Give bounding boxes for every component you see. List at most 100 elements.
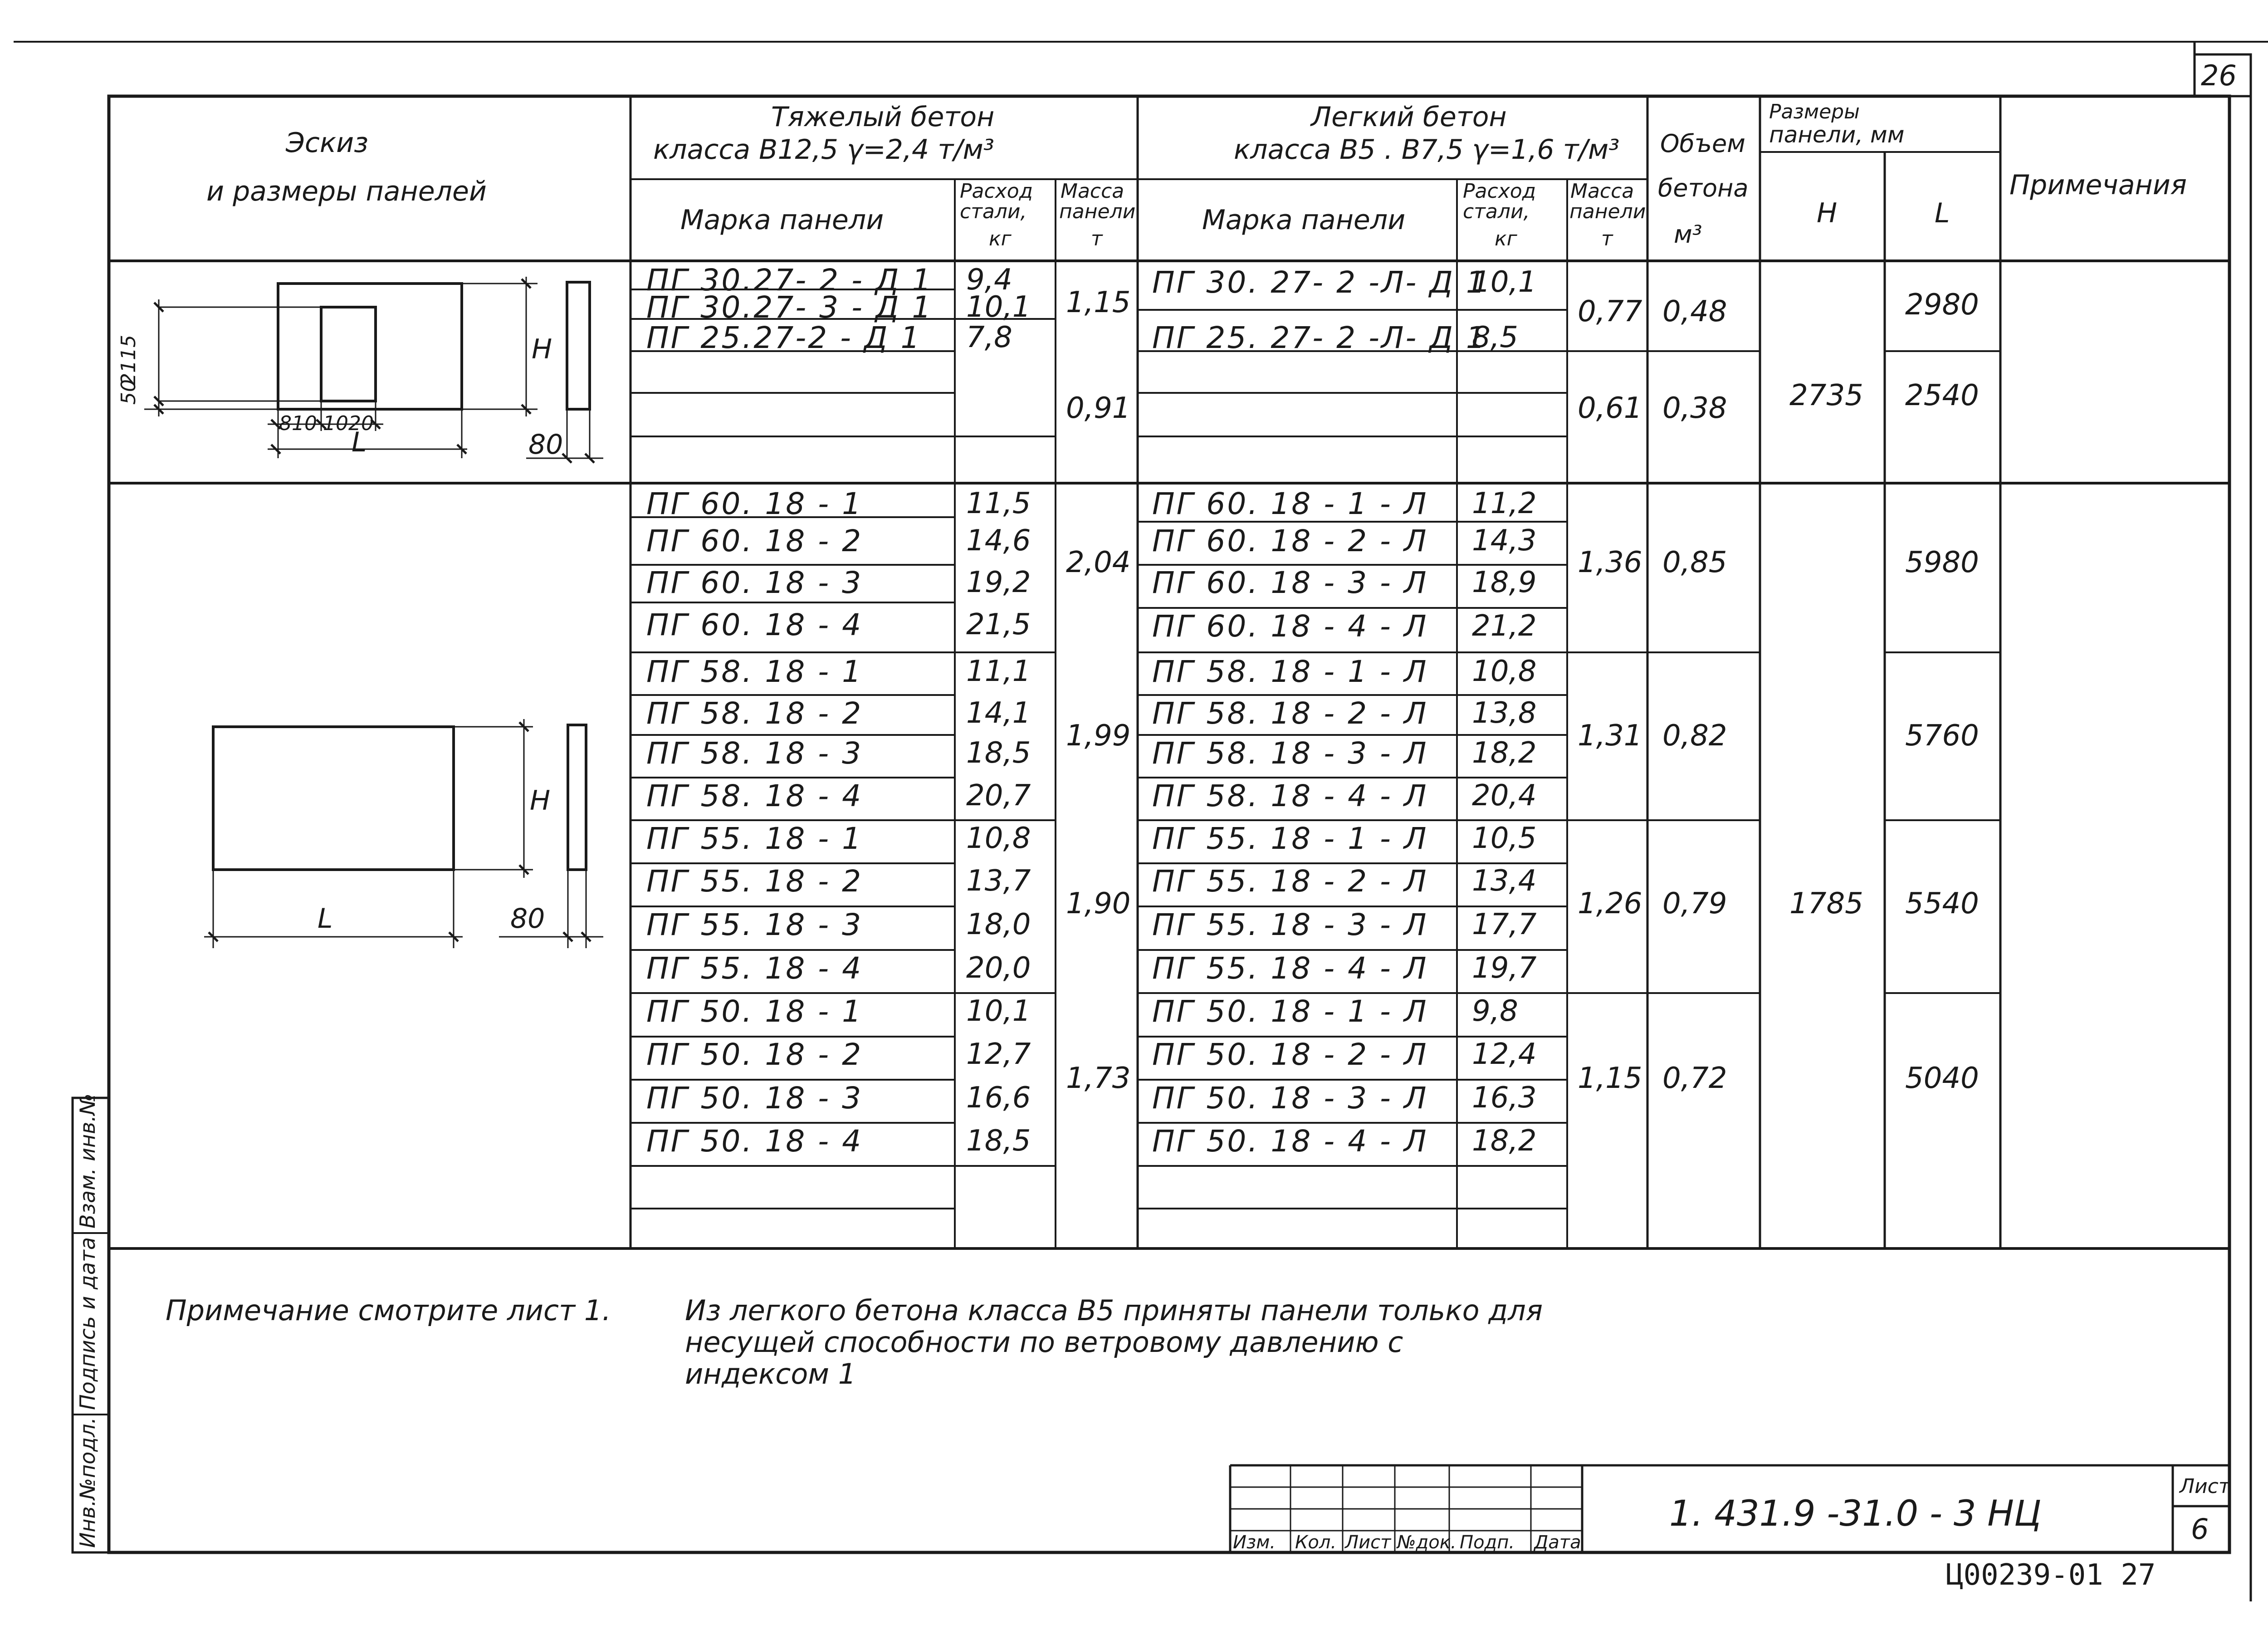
heavy-steel-cell: 9,4 [966,263,1012,297]
volume-cell: 0,38 [1662,392,1727,425]
heavy-steel-cell: 18,5 [966,736,1031,770]
heavy-mass-cell: 1,99 [1066,719,1131,753]
heavy-mark-cell: ПГ 55. 18 - 1 [646,821,863,856]
light-mark-cell: ПГ 30. 27- 2 -Л- Д 1 [1152,265,1487,300]
heavy-steel-cell: 7,8 [966,321,1012,354]
header-volume-l1: Объем [1660,129,1745,158]
heavy-mass-cell: 1,15 [1066,286,1131,319]
light-mass-cell: 1,15 [1578,1062,1642,1095]
heavy-mark-cell: ПГ 30.27- 2 - Д 1 [646,263,933,298]
heavy-mark-cell: ПГ 55. 18 - 2 [646,864,863,899]
heavy-steel-cell: 14,1 [966,696,1031,730]
heavy-mass-cell: 0,91 [1066,392,1131,425]
light-mark-cell: ПГ 55. 18 - 3 - Л [1152,907,1428,942]
volume-cell: 0,48 [1662,295,1727,328]
header-sizes-l1: Размеры [1769,100,1860,123]
light-mark-cell: ПГ 25. 27- 2 -Л- Д 1 [1152,320,1487,355]
light-mark-cell: ПГ 58. 18 - 2 - Л [1152,696,1428,731]
header-light-steel-l1: Расход [1463,180,1536,203]
light-mark-cell: ПГ 60. 18 - 1 - Л [1152,486,1428,521]
heavy-mark-cell: ПГ 58. 18 - 1 [646,654,863,689]
header-heavy-line2: класса В12,5 γ=2,4 т/м³ [653,134,994,166]
light-mark-cell: ПГ 55. 18 - 4 - Л [1152,951,1428,986]
volume-cell: 0,72 [1662,1062,1727,1095]
header-volume-l2: бетона [1658,174,1749,202]
heavy-mark-cell: ПГ 25.27-2 - Д 1 [646,320,922,355]
light-steel-cell: 13,4 [1472,864,1537,898]
length-cell: 5040 [1905,1062,1979,1095]
heavy-steel-cell: 20,7 [966,779,1031,813]
heavy-steel-cell: 21,5 [966,608,1031,641]
heavy-mark-cell: ПГ 60. 18 - 3 [646,565,863,600]
light-mark-cell: ПГ 55. 18 - 2 - Л [1152,864,1428,899]
height-cell: 2735 [1789,379,1863,412]
light-steel-cell: 8,5 [1472,321,1518,354]
length-cell: 5760 [1905,719,1979,753]
heavy-mark-cell: ПГ 55. 18 - 4 [646,951,863,986]
light-steel-cell: 21,2 [1472,609,1537,643]
stamp-col-data: Дата [1534,1532,1581,1553]
light-mark-cell: ПГ 60. 18 - 4 - Л [1152,609,1428,644]
light-mark-cell: ПГ 60. 18 - 3 - Л [1152,565,1428,600]
light-steel-cell: 20,4 [1472,779,1537,813]
heavy-mark-cell: ПГ 60. 18 - 2 [646,524,863,558]
header-heavy-line1: Тяжелый бетон [771,101,995,133]
sketch1-dim-810: 810 [279,412,317,435]
light-mark-cell: ПГ 50. 18 - 2 - Л [1152,1037,1428,1072]
heavy-steel-cell: 13,7 [966,864,1031,898]
heavy-steel-cell: 18,0 [966,908,1031,941]
header-light-steel-l3: кг [1495,227,1517,250]
header-sketch-line1: Эскиз [286,127,369,159]
header-heavy-mass-l3: т [1091,227,1103,250]
light-steel-cell: 19,7 [1472,951,1537,985]
side-stamp-replacement: Взам. инв.№ [75,1093,100,1229]
heavy-mark-cell: ПГ 58. 18 - 3 [646,736,863,771]
footnote-line1: Из легкого бетона класса В5 приняты пане… [685,1294,1543,1327]
light-steel-cell: 18,9 [1472,566,1537,599]
heavy-steel-cell: 11,5 [966,487,1031,520]
light-steel-cell: 10,1 [1472,265,1537,299]
light-steel-cell: 16,3 [1472,1081,1537,1115]
header-light-mass-l3: т [1601,227,1613,250]
heavy-steel-cell: 14,6 [966,524,1031,558]
light-steel-cell: 9,8 [1472,994,1518,1028]
volume-cell: 0,85 [1662,546,1727,579]
archive-number: Ц00239-01 27 [1946,1558,2156,1592]
heavy-steel-cell: 16,6 [966,1081,1031,1115]
header-light-mass-l1: Масса [1570,180,1634,203]
header-light-mark: Марка панели [1202,204,1406,236]
side-stamp-signature: Подпись и дата [75,1237,100,1410]
header-heavy-steel-l3: кг [989,227,1012,250]
heavy-mass-cell: 1,73 [1066,1062,1131,1095]
heavy-mark-cell: ПГ 55. 18 - 3 [646,907,863,942]
light-mark-cell: ПГ 60. 18 - 2 - Л [1152,524,1428,558]
light-mark-cell: ПГ 58. 18 - 1 - Л [1152,654,1428,689]
footnote-line3: индексом 1 [685,1357,856,1390]
stamp-col-kol: Кол. [1295,1532,1337,1553]
sketch2-dim-80: 80 [510,903,545,935]
sketch2-label-h: Н [530,785,551,817]
length-cell: 2980 [1905,288,1979,322]
stamp-sheet-number: 6 [2191,1513,2209,1546]
light-mass-cell: 1,31 [1578,719,1642,753]
heavy-mark-cell: ПГ 30.27- 3 - Д 1 [646,290,933,325]
length-cell: 2540 [1905,379,1979,412]
light-steel-cell: 11,2 [1472,487,1537,520]
height-cell: 1785 [1789,887,1863,920]
header-heavy-mark: Марка панели [680,204,884,236]
header-notes: Примечания [2009,169,2187,201]
heavy-steel-cell: 11,1 [966,655,1031,688]
sketch1-dim-2115: 2115 [117,335,140,386]
footnote-left: Примечание смотрите лист 1. [166,1294,611,1327]
header-sizes-l2: панели, мм [1769,122,1905,148]
header-sketch-line2: и размеры панелей [206,176,487,207]
light-mark-cell: ПГ 50. 18 - 3 - Л [1152,1081,1428,1116]
heavy-mark-cell: ПГ 60. 18 - 4 [646,607,863,642]
page-number: 26 [2201,59,2237,92]
heavy-mark-cell: ПГ 50. 18 - 4 [646,1124,863,1159]
sketch1-label-h: Н [532,333,552,365]
heavy-steel-cell: 12,7 [966,1038,1031,1071]
header-light-mass-l2: панели [1569,200,1646,223]
heavy-mark-cell: ПГ 58. 18 - 2 [646,696,863,731]
